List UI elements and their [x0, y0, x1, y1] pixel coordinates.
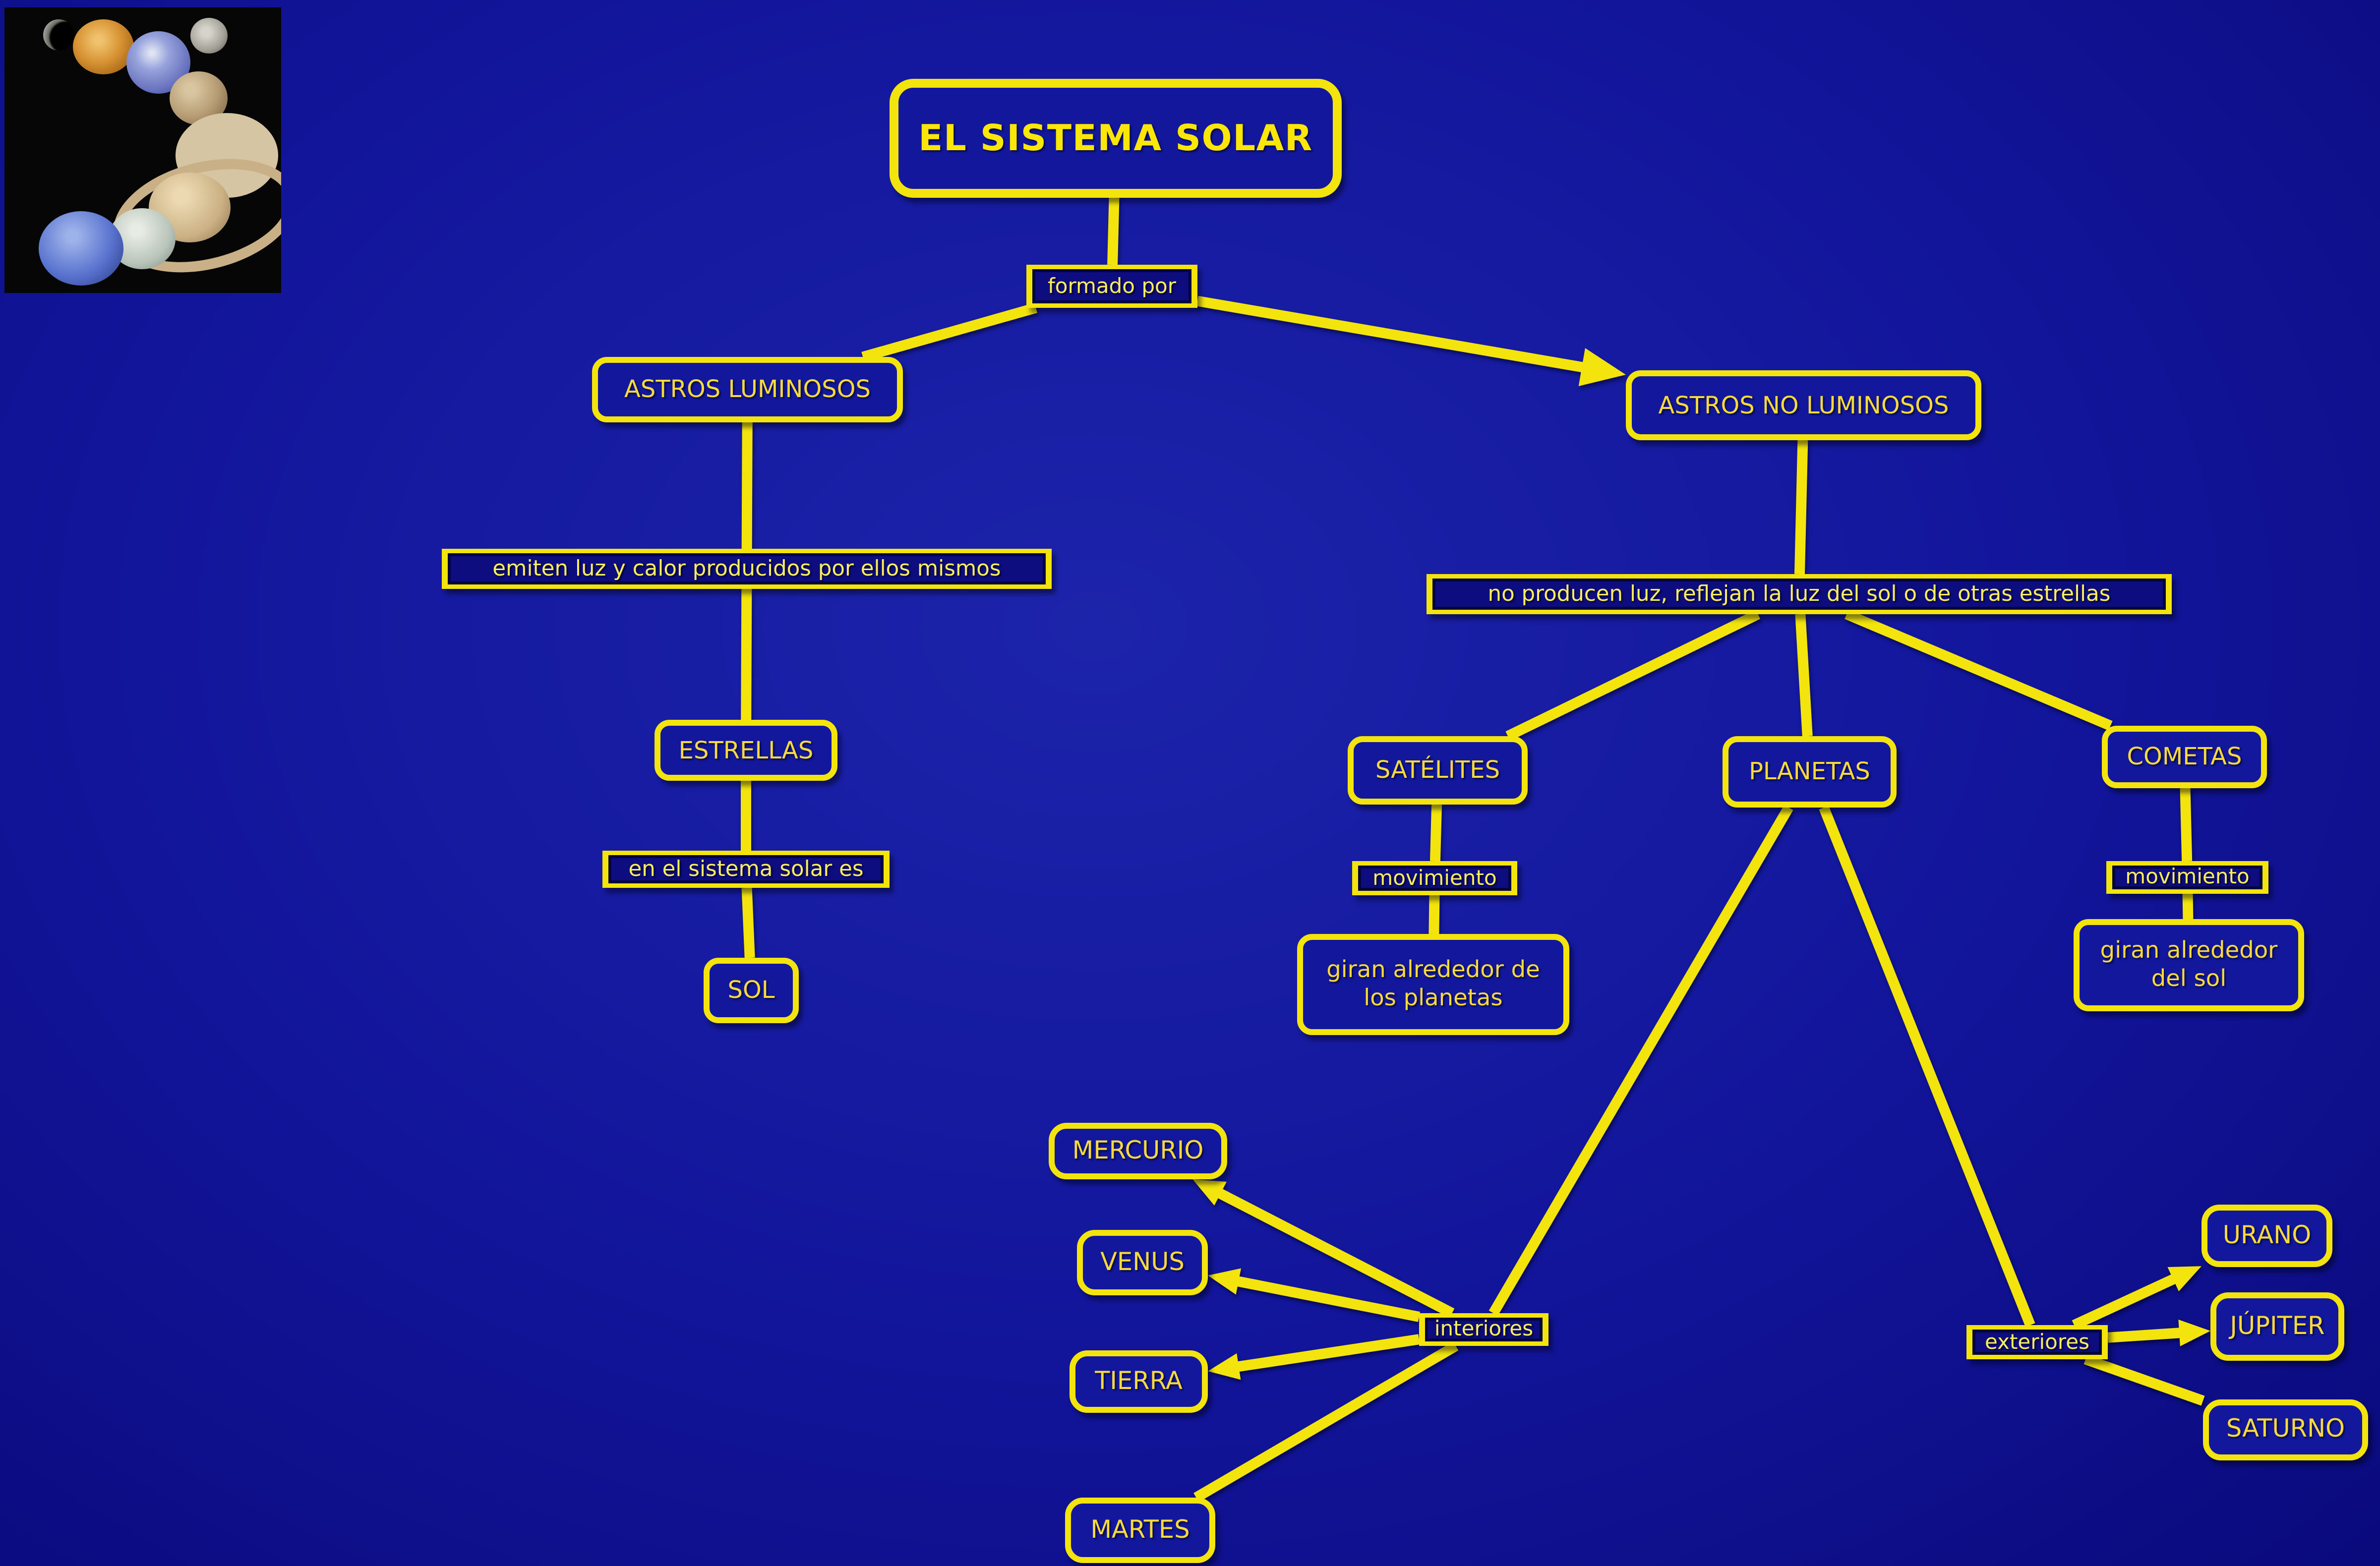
- edge-line: [2180, 788, 2193, 862]
- edge-arrowhead: [2178, 1319, 2210, 1346]
- edge-line: [1795, 614, 1813, 737]
- node-estrellas[interactable]: ESTRELLAS: [654, 720, 837, 781]
- edge-line: [1196, 295, 1587, 373]
- edge-line: [1233, 1275, 1421, 1322]
- node-tierra[interactable]: TIERRA: [1070, 1350, 1208, 1413]
- link-label-text-movl: movimiento: [1358, 866, 1511, 891]
- edge-line: [741, 588, 752, 720]
- link-label-text-emiten: emiten luz y calor producidos por ellos …: [448, 553, 1046, 584]
- node-sistema[interactable]: EL SISTEMA SOLAR: [890, 79, 1342, 198]
- edge-arrowhead: [2167, 1266, 2202, 1292]
- link-label-text-interiores: interiores: [1425, 1318, 1543, 1341]
- link-label-formado[interactable]: formado por: [1026, 265, 1197, 308]
- node-urano[interactable]: URANO: [2202, 1205, 2332, 1267]
- link-label-movl[interactable]: movimiento: [1352, 861, 1517, 895]
- link-label-text-movr: movimiento: [2112, 866, 2262, 889]
- link-label-text-noproducen: no producen luz, reflejan la luz del sol…: [1432, 579, 2166, 610]
- edge-line: [1488, 805, 1793, 1316]
- edge-arrowhead: [1208, 1268, 1242, 1295]
- edge-line: [1819, 806, 2035, 1327]
- edge-line: [1429, 804, 1442, 862]
- link-label-exteriores[interactable]: exteriores: [1966, 1325, 2108, 1359]
- edge-line: [741, 887, 755, 958]
- link-label-noproducen[interactable]: no producen luz, reflejan la luz del sol…: [1427, 574, 2172, 614]
- edge-line: [1193, 1341, 1459, 1503]
- edge-arrowhead: [1192, 1179, 1227, 1206]
- node-astrosl[interactable]: ASTROS LUMINOSOS: [592, 357, 903, 422]
- node-cometas[interactable]: COMETAS: [2102, 726, 2267, 788]
- link-label-interiores[interactable]: interiores: [1419, 1313, 1548, 1346]
- node-martes[interactable]: MARTES: [1065, 1498, 1215, 1563]
- node-satelites[interactable]: SATÉLITES: [1348, 736, 1528, 805]
- node-saturno[interactable]: SATURNO: [2203, 1399, 2368, 1460]
- edge-arrowhead: [1208, 1353, 1241, 1380]
- moon-crescent-icon: [43, 19, 74, 51]
- link-label-text-ensolar: en el sistema solar es: [608, 855, 884, 883]
- edge-line: [1214, 1187, 1455, 1318]
- edge-line: [1233, 1334, 1420, 1373]
- edge-line: [861, 302, 1038, 362]
- edge-line: [1107, 197, 1120, 265]
- edge-line: [1794, 440, 1808, 575]
- solar-system-photo: [4, 7, 281, 293]
- edge-line: [2072, 1273, 2180, 1330]
- node-sol[interactable]: SOL: [704, 958, 799, 1023]
- link-label-emiten[interactable]: emiten luz y calor producidos por ellos …: [442, 549, 1052, 589]
- link-label-movr[interactable]: movimiento: [2106, 861, 2268, 894]
- neptune-icon: [39, 211, 123, 286]
- node-mercurio[interactable]: MERCURIO: [1049, 1123, 1227, 1179]
- venus-icon: [73, 19, 134, 74]
- node-jupiter[interactable]: JÚPITER: [2210, 1292, 2344, 1361]
- node-giranpl[interactable]: giran alrededor de los planetas: [1297, 934, 1569, 1035]
- edge-line: [1844, 609, 2113, 731]
- edge-line: [2083, 1354, 2205, 1406]
- node-giransol[interactable]: giran alrededor del sol: [2074, 919, 2304, 1011]
- edge-line: [2107, 1327, 2184, 1343]
- moon-icon: [190, 18, 228, 54]
- edge-line: [1505, 609, 1761, 741]
- node-venus[interactable]: VENUS: [1077, 1230, 1208, 1295]
- node-astrosnl[interactable]: ASTROS NO LUMINOSOS: [1626, 370, 1981, 440]
- node-planetas[interactable]: PLANETAS: [1723, 736, 1897, 808]
- link-label-text-exteriores: exteriores: [1972, 1330, 2102, 1355]
- edge-arrowhead: [1578, 348, 1626, 386]
- link-label-ensolar[interactable]: en el sistema solar es: [602, 851, 890, 888]
- link-label-text-formado: formado por: [1032, 269, 1191, 303]
